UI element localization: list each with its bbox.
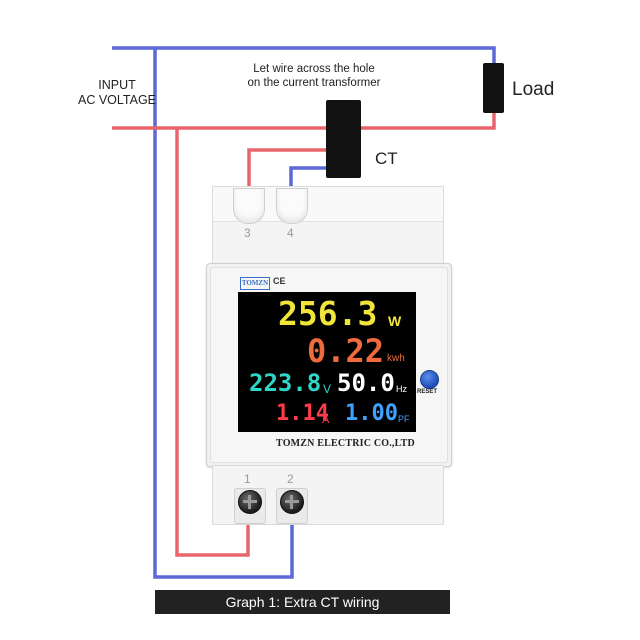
- power-unit: W: [388, 313, 402, 329]
- figure-caption: Graph 1: Extra CT wiring: [155, 590, 450, 614]
- neutral-wire-return: [153, 48, 294, 579]
- input-label-line1: INPUT: [98, 78, 136, 92]
- live-wire-top: [112, 113, 496, 130]
- input-ac-voltage-label: INPUT AC VOLTAGE: [62, 78, 172, 108]
- voltage-unit: V: [323, 382, 332, 396]
- hint-line1: Let wire across the hole: [253, 63, 375, 75]
- power-factor-value: 1.00: [345, 401, 398, 426]
- terminal-2-number: 2: [287, 472, 294, 486]
- lcd-display: [238, 292, 416, 432]
- load-label: Load: [512, 79, 555, 100]
- terminal-4-number: 4: [287, 226, 294, 240]
- ce-mark: CE: [273, 276, 286, 286]
- reset-label: RESET: [417, 389, 438, 395]
- live-wire-return: [175, 128, 250, 557]
- current-unit: A: [322, 414, 330, 426]
- voltage-value: 223.8: [249, 369, 322, 397]
- current-value: 1.14: [276, 401, 329, 426]
- input-label-line2: AC VOLTAGE: [77, 93, 157, 107]
- wire-hint-label: Let wire across the hole on the current …: [214, 62, 414, 90]
- frequency-unit: Hz: [396, 384, 407, 394]
- frequency-value: 50.0: [337, 369, 395, 397]
- ct-label: CT: [375, 149, 398, 168]
- current-transformer: [326, 100, 361, 178]
- terminal-3-slot[interactable]: [233, 188, 265, 224]
- energy-unit: kwh: [387, 353, 405, 364]
- reset-button[interactable]: [420, 370, 439, 389]
- power-factor-unit: PF: [398, 414, 410, 424]
- brand-badge: TOMZN: [240, 277, 270, 290]
- terminal-2-screw-icon[interactable]: [280, 490, 304, 514]
- terminal-4-slot[interactable]: [276, 188, 308, 224]
- energy-value: 0.22: [307, 332, 385, 370]
- terminal-1-screw-icon[interactable]: [238, 490, 262, 514]
- load-block: [483, 63, 504, 113]
- power-value: 256.3: [278, 294, 378, 333]
- neutral-wire-top: [112, 46, 496, 63]
- terminal-3-number: 3: [244, 226, 251, 240]
- manufacturer-label: TOMZN ELECTRIC CO.,LTD: [276, 438, 415, 449]
- terminal-1-number: 1: [244, 472, 251, 486]
- hint-line2: on the current transformer: [247, 77, 381, 89]
